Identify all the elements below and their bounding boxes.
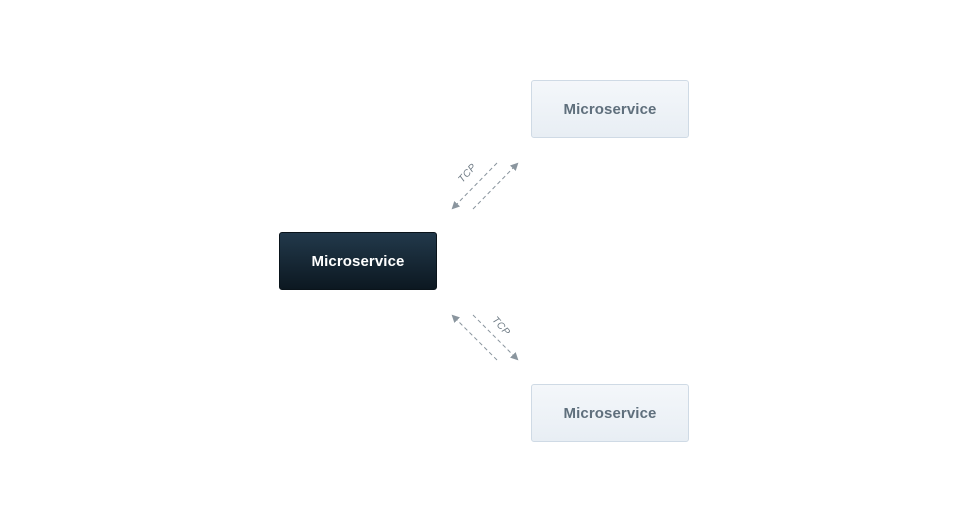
tcp-line-bottom-inbound — [451, 314, 498, 361]
tcp-line-bottom-outbound — [472, 314, 519, 361]
microservice-node-top-label: Microservice — [563, 100, 657, 118]
tcp-line-top-outbound — [451, 162, 498, 210]
microservice-node-top[interactable]: Microservice — [531, 80, 689, 138]
tcp-line-top-inbound — [472, 162, 519, 210]
microservice-node-main-label: Microservice — [311, 252, 405, 270]
microservice-node-main[interactable]: Microservice — [279, 232, 437, 290]
microservice-node-bottom[interactable]: Microservice — [531, 384, 689, 442]
microservice-node-bottom-label: Microservice — [563, 404, 657, 422]
